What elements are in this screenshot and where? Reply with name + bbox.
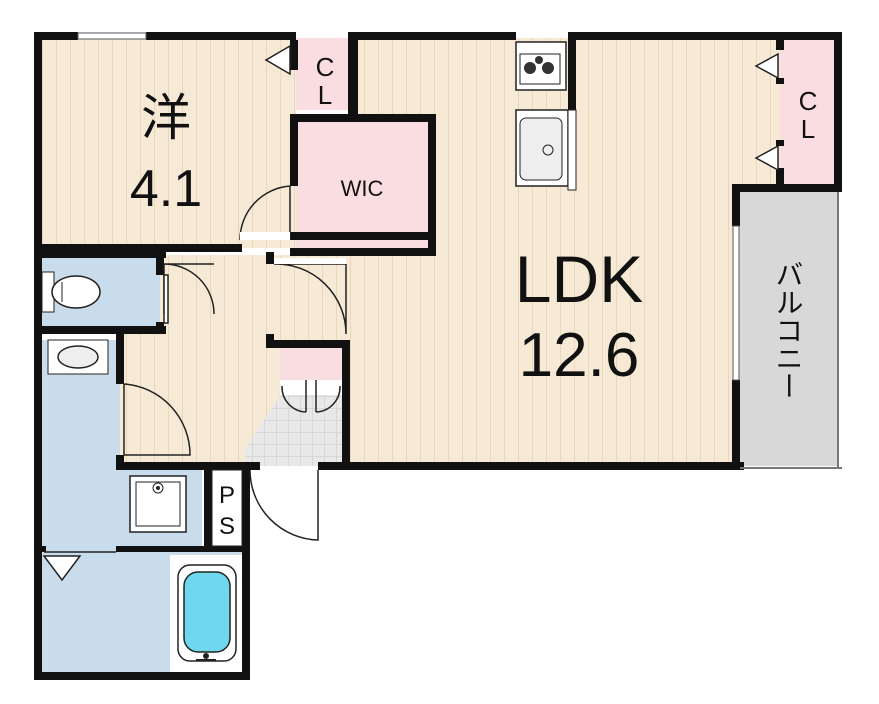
wic-label: WIC bbox=[341, 176, 384, 201]
balcony-window bbox=[732, 225, 740, 381]
ps-box bbox=[211, 469, 243, 547]
washing-machine-pan-icon bbox=[129, 475, 187, 533]
closet-small-floor bbox=[296, 38, 356, 110]
walls bbox=[34, 32, 842, 680]
closet-right-floor bbox=[780, 38, 838, 186]
balcony-label: バルコニー bbox=[773, 260, 804, 400]
western-room-floor bbox=[38, 38, 296, 248]
washroom-floor bbox=[38, 340, 120, 550]
entrance-floor bbox=[245, 395, 345, 466]
wash-basin-icon bbox=[47, 339, 109, 375]
closet-small-label-l: L bbox=[318, 80, 332, 110]
stove-icon bbox=[515, 41, 567, 91]
toilet-icon bbox=[41, 271, 101, 313]
ps-label-s: S bbox=[219, 513, 235, 540]
western-room-door bbox=[239, 185, 291, 241]
kitchen-sink-icon bbox=[515, 109, 569, 187]
ldk-name: LDK bbox=[515, 242, 643, 316]
washroom-door bbox=[123, 383, 191, 456]
shoe-cabinet-doors bbox=[281, 380, 341, 413]
western-room-name: 洋 bbox=[141, 90, 191, 146]
western-room-size: 4.1 bbox=[130, 160, 202, 218]
ldk-size: 12.6 bbox=[519, 321, 640, 390]
bathtub-icon bbox=[177, 564, 237, 662]
closet-small-marker bbox=[264, 44, 291, 76]
closet-small-label-c: C bbox=[316, 52, 335, 82]
closet-right-marker-top bbox=[754, 52, 779, 80]
wic-floor bbox=[296, 120, 430, 248]
doors bbox=[123, 185, 347, 541]
entrance-door bbox=[249, 469, 319, 541]
closet-right-marker-bottom bbox=[754, 144, 779, 172]
closet-right-label-l: L bbox=[801, 114, 815, 144]
bath-door-marker bbox=[42, 555, 82, 582]
closet-door-markers bbox=[42, 44, 779, 582]
closet-right-label-c: C bbox=[799, 86, 818, 116]
ps-label-p: P bbox=[219, 482, 235, 509]
balcony-floor bbox=[738, 190, 838, 466]
ldk-floor bbox=[270, 38, 780, 466]
shoe-cabinet bbox=[280, 345, 345, 380]
western-window bbox=[77, 32, 147, 40]
